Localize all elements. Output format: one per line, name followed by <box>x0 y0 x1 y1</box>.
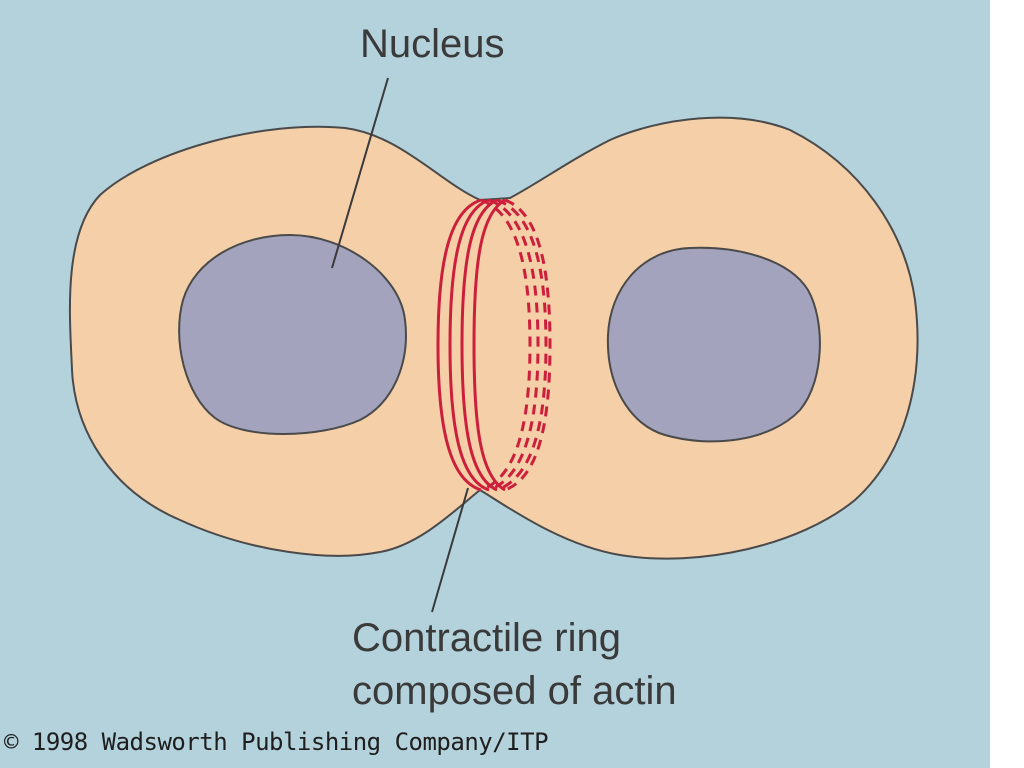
ring-band-back-1 <box>480 198 532 492</box>
contractile-ring-label-line1: Contractile ring <box>352 616 622 660</box>
ring-band-front-4 <box>472 198 506 492</box>
ring-band-front-3 <box>460 198 498 492</box>
ring-band-front-1 <box>436 198 482 492</box>
contractile-ring-label: Contractile ring composed of actin <box>352 612 677 718</box>
right-nucleus <box>606 246 821 443</box>
ring-band-back-4 <box>504 198 552 492</box>
ring-band-front-2 <box>448 198 490 492</box>
nucleus-leader-line <box>331 77 389 269</box>
cell-division-diagram <box>68 77 919 613</box>
ring-band-back-3 <box>496 198 548 492</box>
copyright-notice: © 1998 Wadsworth Publishing Company/ITP <box>4 728 549 756</box>
diagram-canvas: Nucleus Contractile ring composed of act… <box>0 0 990 768</box>
nucleus-label: Nucleus <box>360 22 505 66</box>
ring-band-back-2 <box>488 198 540 492</box>
ring-leader-line <box>431 487 469 613</box>
contractile-ring-label-line2: composed of actin <box>352 669 677 713</box>
contractile-ring <box>436 198 552 492</box>
right-margin <box>990 0 1024 768</box>
left-nucleus <box>178 233 407 435</box>
